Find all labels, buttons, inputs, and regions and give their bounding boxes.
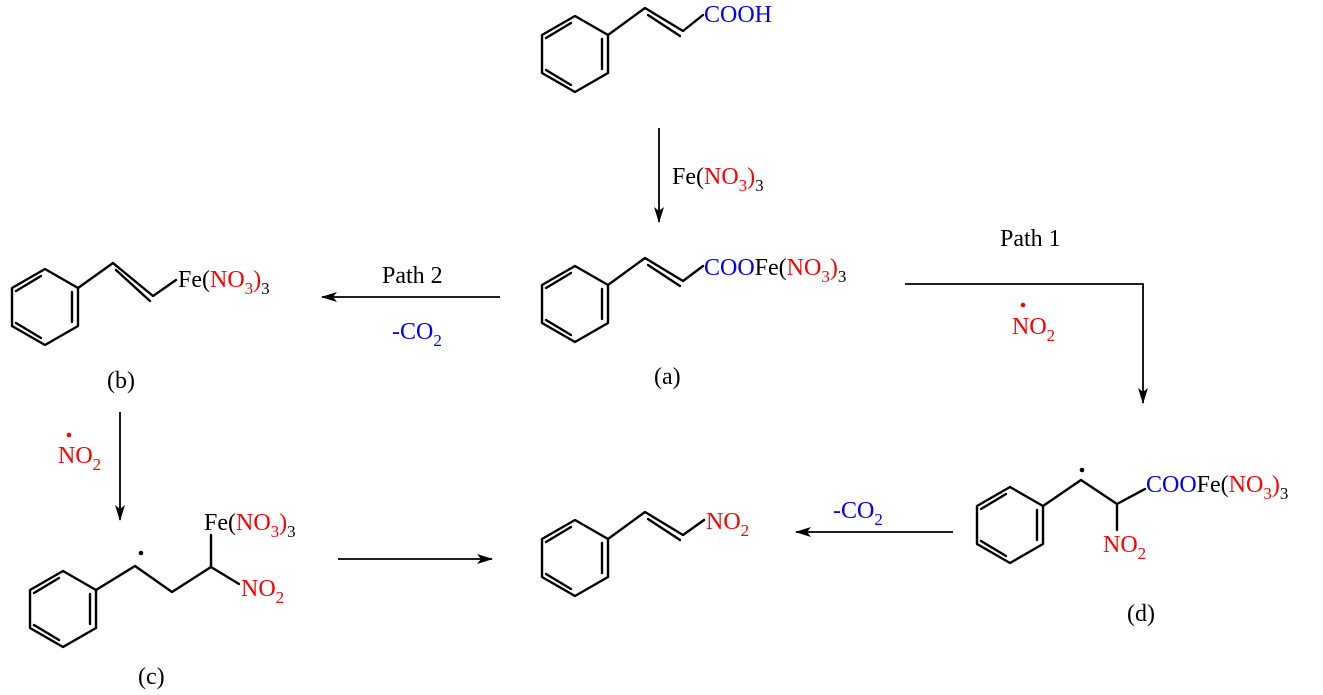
benzene-ring xyxy=(540,14,610,94)
cooh-group: COOH xyxy=(704,2,772,28)
fe-no3-group: Fe(NO3)3 xyxy=(204,510,296,541)
d-co2-loss: -CO2 xyxy=(833,498,883,529)
no2-group: NO2 xyxy=(706,509,749,540)
arrow-path1 xyxy=(905,283,1148,404)
alkyl-chain xyxy=(1041,478,1147,532)
no2-radical-reagent: NO2 xyxy=(58,443,101,474)
fe-no3-group: Fe(NO3)3 xyxy=(178,267,270,298)
label-c: (c) xyxy=(138,664,165,690)
cinnamic-acid-structure: COOH xyxy=(540,2,772,94)
radical-dot xyxy=(66,432,72,438)
no2-group: NO2 xyxy=(1103,532,1146,563)
benzene-ring xyxy=(28,569,98,649)
alkyl-chain xyxy=(94,533,241,594)
benzene-ring xyxy=(540,518,610,598)
coo-fe-no3-group: COOFe(NO3)3 xyxy=(704,255,846,286)
label-d: (d) xyxy=(1127,601,1155,627)
radical-dot xyxy=(138,550,144,556)
path2-co2-loss: -CO2 xyxy=(392,319,442,350)
radical-dot xyxy=(1020,302,1026,308)
vinyl-chain xyxy=(76,261,178,303)
benzene-ring xyxy=(540,264,610,344)
benzene-ring xyxy=(10,267,80,347)
intermediate-d-structure: COOFe(NO3)3 NO2 xyxy=(975,467,1288,565)
intermediate-a-structure: COOFe(NO3)3 xyxy=(540,255,846,344)
label-a: (a) xyxy=(654,364,681,390)
benzene-ring xyxy=(975,485,1045,565)
vinyl-chain xyxy=(606,6,705,38)
path1-label: Path 1 xyxy=(1000,226,1061,252)
path2-label: Path 2 xyxy=(382,263,443,289)
radical-dot xyxy=(1079,467,1085,473)
coo-fe-no3-group: COOFe(NO3)3 xyxy=(1146,472,1288,503)
intermediate-c-structure: Fe(NO3)3 NO2 xyxy=(28,510,296,649)
no2-radical-reagent: NO2 xyxy=(1012,314,1055,345)
reagent-fe-no3: Fe(NO3)3 xyxy=(672,164,764,195)
no2-group: NO2 xyxy=(241,576,284,607)
label-b: (b) xyxy=(107,368,135,394)
nitrostyrene-product-structure: NO2 xyxy=(540,509,749,598)
intermediate-b-structure: Fe(NO3)3 xyxy=(10,261,270,347)
vinyl-chain xyxy=(606,510,706,542)
vinyl-chain xyxy=(606,256,705,288)
